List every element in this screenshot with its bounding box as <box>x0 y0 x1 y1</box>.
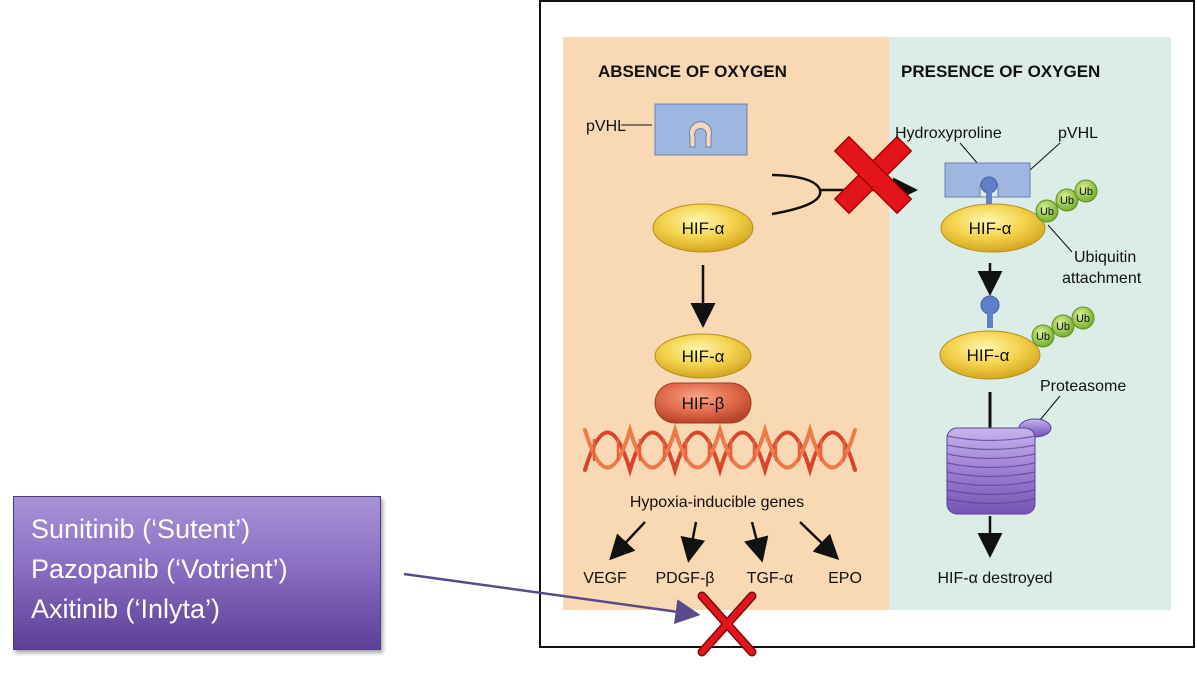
pvhl-label-right: pVHL <box>1058 125 1098 142</box>
drug-item-sunitinib: Sunitinib (‘Sutent’) <box>31 514 251 544</box>
hif-alpha-left-label: HIF-α <box>682 219 725 238</box>
svg-text:Ub: Ub <box>1076 313 1090 325</box>
hif-alpha-right-2 <box>939 330 1041 380</box>
svg-text:Ub: Ub <box>1040 206 1054 218</box>
arrow-gene-pdgf <box>680 521 706 563</box>
pvhl-leader-right <box>1029 142 1061 171</box>
gene-pdgf-beta: PDGF-β <box>656 570 715 587</box>
gene-vegf: VEGF <box>583 570 627 587</box>
hydroxyproline-knob-2 <box>980 295 1000 315</box>
inhibition-arrow <box>403 572 701 624</box>
hif-beta <box>654 382 752 424</box>
drug-item-axitinib: Axitinib (‘Inlyta’) <box>31 594 221 624</box>
hydroxyproline-label: Hydroxyproline <box>895 125 1002 142</box>
hif-alpha-right-label: HIF-α <box>969 219 1012 238</box>
pvhl-protein-left <box>654 103 748 156</box>
ubiquitin-label-1: Ubiquitin <box>1074 249 1136 266</box>
genes-label: Hypoxia-inducible genes <box>630 494 804 511</box>
dna-helix <box>583 423 857 477</box>
svg-text:Ub: Ub <box>1036 331 1050 343</box>
ubiquitin-chain-top: Ub Ub Ub <box>1035 179 1098 223</box>
block-cross-top <box>833 135 913 215</box>
hydroxyproline-knob <box>980 176 998 194</box>
drug-item-pazopanib: Pazopanib (‘Votrient’) <box>31 554 288 584</box>
hif-destroyed-label: HIF-α destroyed <box>937 570 1052 587</box>
svg-text:Ub: Ub <box>1056 321 1070 333</box>
hif-alpha-left-2-label: HIF-α <box>682 347 725 366</box>
arrow-gene-tgf <box>744 521 769 563</box>
hif-beta-label: HIF-β <box>682 394 725 413</box>
arrow-gene-epo <box>799 521 840 560</box>
presence-title: PRESENCE OF OXYGEN <box>901 62 1100 81</box>
hif-alpha-left <box>652 203 754 253</box>
absence-title: ABSENCE OF OXYGEN <box>598 62 787 81</box>
hydroxyproline-stem-2 <box>987 312 993 328</box>
gene-epo: EPO <box>828 570 862 587</box>
ubiquitin-chain-bottom: Ub Ub Ub <box>1031 306 1095 348</box>
gene-tgf-alpha: TGF-α <box>747 570 794 587</box>
ubiquitin-label-2: attachment <box>1062 270 1142 287</box>
presence-panel <box>889 37 1171 610</box>
proteasome <box>946 418 1052 515</box>
hif-alpha-right-2-label: HIF-α <box>967 346 1010 365</box>
hif-alpha-right <box>940 203 1046 253</box>
arrow-gene-vegf <box>609 521 646 561</box>
ubiquitin-leader <box>1047 224 1073 253</box>
pvhl-label-left: pVHL <box>586 118 626 135</box>
hif-alpha-left-2 <box>654 333 752 379</box>
proteasome-leader <box>1039 395 1061 421</box>
svg-text:Ub: Ub <box>1079 186 1093 198</box>
block-cross-bottom <box>697 591 757 657</box>
hydroxyproline-stem <box>986 191 992 205</box>
drug-list-box: Sunitinib (‘Sutent’) Pazopanib (‘Votrien… <box>13 496 381 650</box>
proteasome-label: Proteasome <box>1040 378 1126 395</box>
svg-text:Ub: Ub <box>1060 195 1074 207</box>
